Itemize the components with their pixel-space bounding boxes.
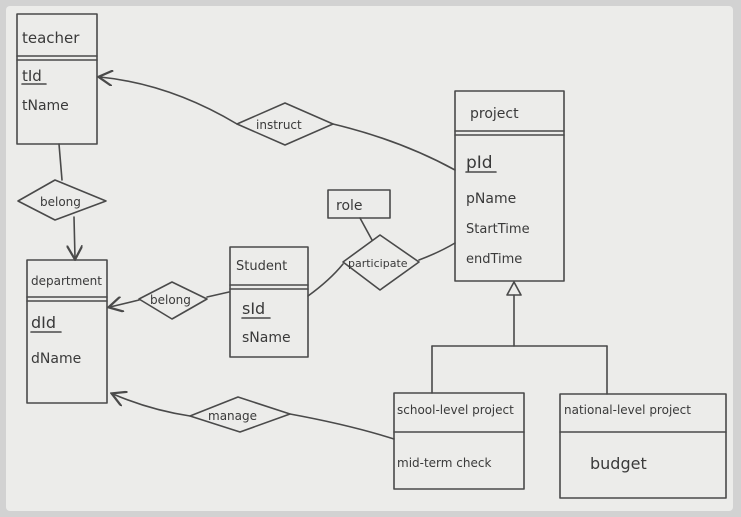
attr-did: dId <box>31 313 56 332</box>
attr-sname: sName <box>242 330 291 346</box>
entity-department: department dId dName <box>26 259 108 404</box>
attr-tid: tId <box>22 67 42 85</box>
entity-project-title: project <box>470 106 519 122</box>
relationship-attribute-role: role <box>327 189 391 219</box>
attr-pid: pId <box>466 153 493 173</box>
entity-student: Student sId sName <box>229 246 309 358</box>
relationship-belong-teacher: belong <box>17 143 107 258</box>
relationship-belong-student-label: belong <box>150 293 191 307</box>
relationship-belong-teacher-label: belong <box>40 195 81 209</box>
entity-national-level-project: national-level project budget <box>559 393 727 499</box>
relationship-belong-student: belong <box>110 281 230 320</box>
paper-sheet <box>6 6 733 511</box>
entity-teacher: teacher tId tName <box>16 13 98 145</box>
relationship-participate-label: participate <box>348 257 408 270</box>
attr-budget: budget <box>590 454 647 473</box>
attr-starttime: StartTime <box>466 222 530 237</box>
entity-project: project pId pName StartTime endTime <box>454 90 565 282</box>
attr-dname: dName <box>31 351 81 367</box>
relationship-manage: manage <box>113 394 395 440</box>
attr-tname: tName <box>22 98 69 114</box>
relationship-manage-label: manage <box>208 409 257 423</box>
attr-role: role <box>336 198 363 214</box>
inheritance-connector <box>431 281 608 395</box>
entity-student-title: Student <box>236 259 287 274</box>
attr-mid-term-check: mid-term check <box>397 456 491 470</box>
entity-school-level-project: school-level project mid-term check <box>393 392 525 490</box>
entity-teacher-title: teacher <box>22 29 80 47</box>
entity-school-project-title: school-level project <box>397 403 514 417</box>
attr-endtime: endTime <box>466 252 522 267</box>
attr-sid: sId <box>242 299 265 318</box>
relationship-instruct: instruct <box>100 77 456 171</box>
entity-national-project-title: national-level project <box>564 403 691 417</box>
entity-department-title: department <box>31 274 102 288</box>
attr-pname: pName <box>466 191 516 207</box>
relationship-instruct-label: instruct <box>256 118 302 132</box>
relationship-participate: participate <box>307 217 456 297</box>
